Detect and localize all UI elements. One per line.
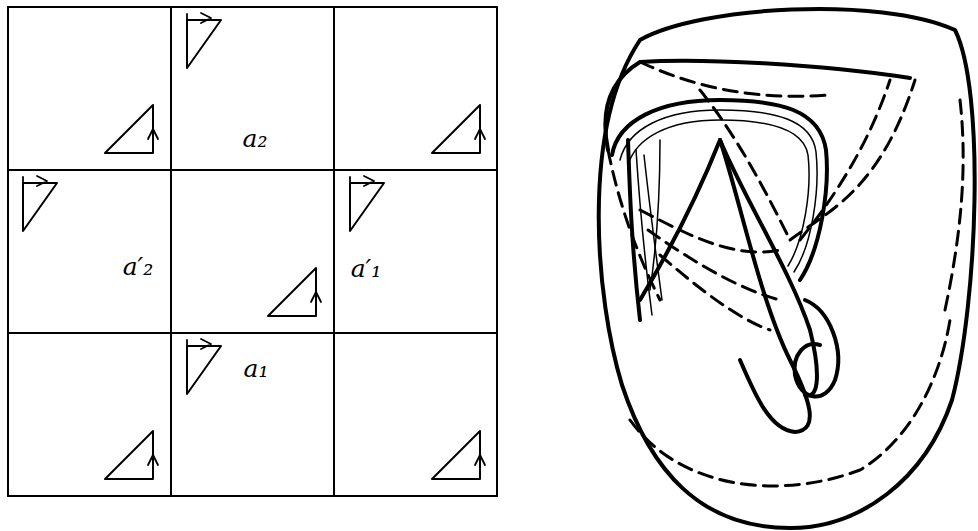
- flag-symbol: [187, 339, 221, 394]
- grid-line: [8, 495, 497, 497]
- square-grid: [8, 7, 497, 496]
- grid-line: [496, 7, 498, 496]
- cell-label: a₁: [244, 356, 269, 381]
- flag-symbol: [105, 431, 158, 479]
- grid-line: [7, 7, 9, 496]
- grid-line: [8, 169, 497, 171]
- grid-line: [170, 7, 172, 496]
- flag-symbol: [187, 13, 221, 68]
- grid-line: [8, 6, 497, 8]
- flag-symbol: [105, 105, 158, 153]
- flag-symbol: [268, 268, 321, 316]
- flag-symbol: [23, 176, 57, 231]
- grid-line: [333, 7, 335, 496]
- flag-symbol: [432, 431, 485, 479]
- flag-symbol: [432, 105, 485, 153]
- surface-drawing: [599, 9, 975, 528]
- cell-label: a′₁: [351, 256, 382, 281]
- flag-symbols: [23, 13, 485, 479]
- grid-line: [8, 332, 497, 334]
- cell-label: a₂: [243, 126, 268, 151]
- cell-label: a′₂: [123, 254, 154, 279]
- flag-symbol: [350, 176, 384, 231]
